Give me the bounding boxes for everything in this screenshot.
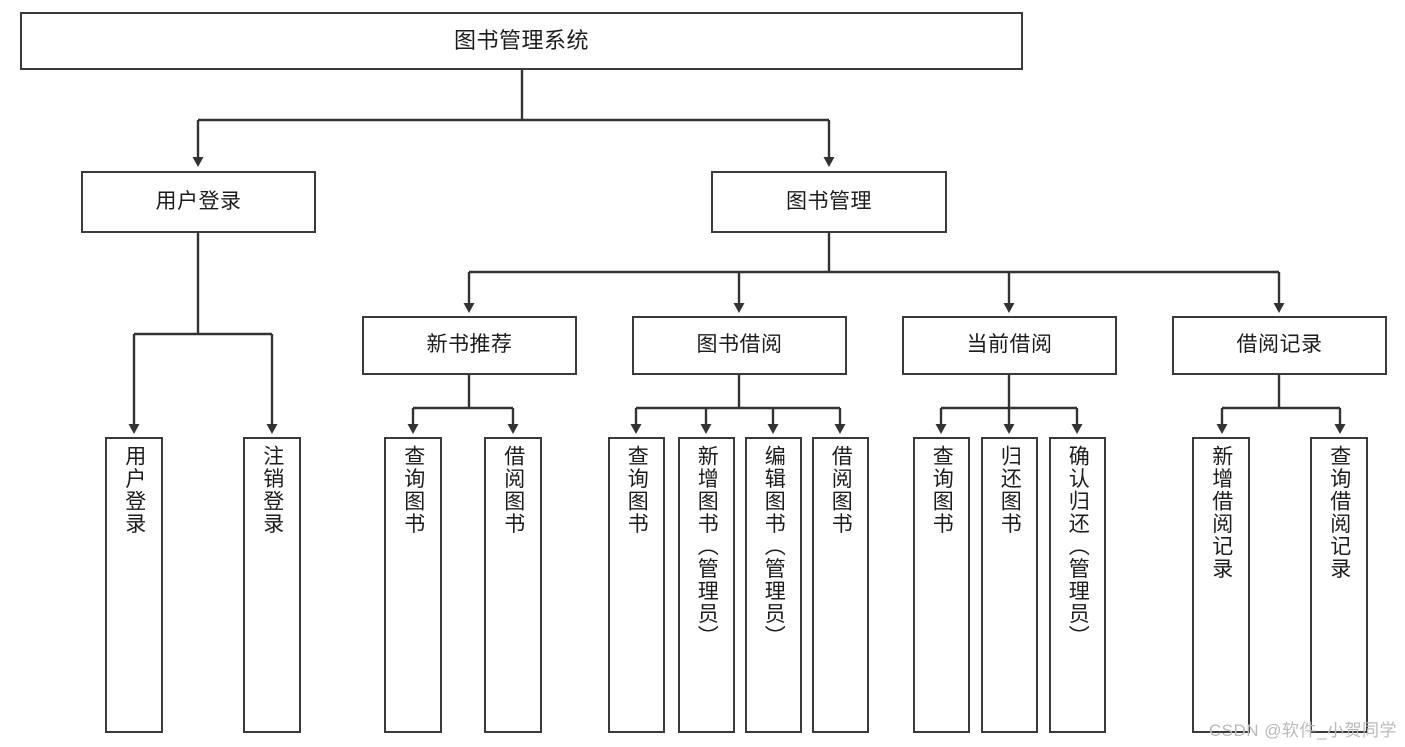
node-leaf-borrow-book-2-label: 借阅图书 — [829, 445, 853, 535]
node-leaf-user-login[interactable]: 用户登录 — [105, 437, 163, 733]
node-borrow-record-label: 借阅记录 — [1236, 333, 1323, 357]
node-leaf-logout[interactable]: 注销登录 — [243, 437, 301, 733]
node-leaf-query-book-2[interactable]: 查询图书 — [608, 437, 665, 733]
node-book-borrow[interactable]: 图书借阅 — [632, 316, 847, 375]
node-leaf-query-book-1-label: 查询图书 — [401, 445, 425, 535]
node-user-login[interactable]: 用户登录 — [81, 171, 316, 233]
node-leaf-query-book-1[interactable]: 查询图书 — [384, 437, 442, 733]
node-book-manage-label: 图书管理 — [786, 189, 872, 213]
node-new-book-rec[interactable]: 新书推荐 — [362, 316, 577, 375]
node-leaf-add-book-label: 新增图书（管理员） — [695, 445, 719, 648]
node-leaf-borrow-book-1-label: 借阅图书 — [501, 445, 525, 535]
node-leaf-logout-label: 注销登录 — [260, 445, 284, 535]
node-leaf-borrow-book-2[interactable]: 借阅图书 — [812, 437, 869, 733]
node-current-borrow[interactable]: 当前借阅 — [902, 316, 1117, 375]
csdn-watermark: CSDN @软件_小贺同学 — [1208, 721, 1397, 740]
node-book-borrow-label: 图书借阅 — [696, 333, 783, 357]
node-root[interactable]: 图书管理系统 — [20, 12, 1023, 70]
node-leaf-edit-book[interactable]: 编辑图书（管理员） — [745, 437, 802, 733]
node-leaf-query-record-label: 查询借阅记录 — [1327, 445, 1351, 580]
node-leaf-query-book-2-label: 查询图书 — [625, 445, 649, 535]
node-leaf-edit-book-label: 编辑图书（管理员） — [762, 445, 786, 648]
node-leaf-add-book[interactable]: 新增图书（管理员） — [678, 437, 735, 733]
node-user-login-label: 用户登录 — [155, 189, 242, 213]
node-borrow-record[interactable]: 借阅记录 — [1172, 316, 1387, 375]
node-leaf-return-book[interactable]: 归还图书 — [981, 437, 1038, 733]
node-leaf-add-record-label: 新增借阅记录 — [1209, 445, 1233, 580]
node-root-label: 图书管理系统 — [453, 28, 589, 54]
node-current-borrow-label: 当前借阅 — [966, 333, 1053, 357]
node-leaf-user-login-label: 用户登录 — [122, 445, 146, 535]
node-leaf-borrow-book-1[interactable]: 借阅图书 — [484, 437, 542, 733]
node-leaf-query-book-3-label: 查询图书 — [930, 445, 954, 535]
node-leaf-add-record[interactable]: 新增借阅记录 — [1192, 437, 1250, 733]
node-new-book-rec-label: 新书推荐 — [426, 333, 513, 357]
node-leaf-confirm-return[interactable]: 确认归还（管理员） — [1049, 437, 1106, 733]
node-leaf-return-book-label: 归还图书 — [998, 445, 1022, 535]
node-leaf-confirm-return-label: 确认归还（管理员） — [1066, 445, 1090, 648]
node-leaf-query-record[interactable]: 查询借阅记录 — [1310, 437, 1368, 733]
node-leaf-query-book-3[interactable]: 查询图书 — [913, 437, 970, 733]
node-book-manage[interactable]: 图书管理 — [711, 171, 947, 233]
